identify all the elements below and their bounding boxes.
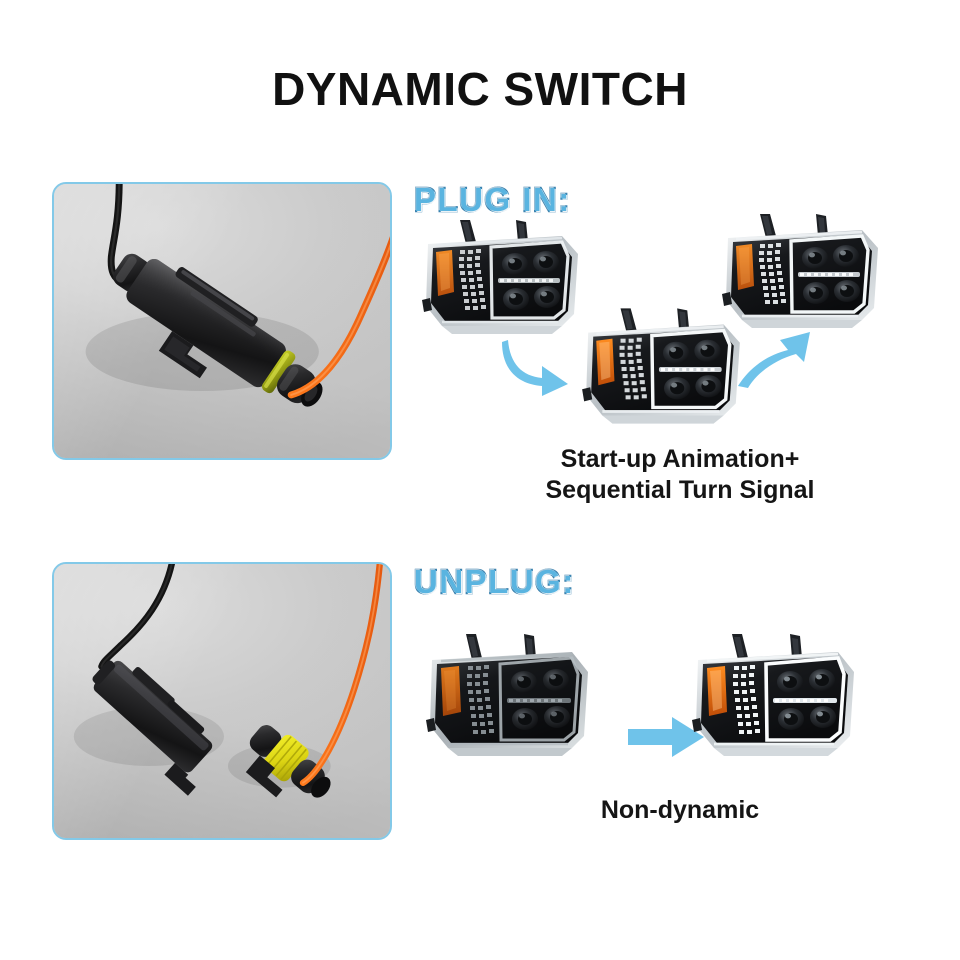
- caption-non-dynamic: Non-dynamic: [600, 796, 760, 824]
- headlight-steady-on: [682, 628, 870, 768]
- curved-arrow-down-right-icon: [500, 334, 572, 396]
- caption-dynamic: Start-up Animation+ Sequential Turn Sign…: [450, 444, 910, 505]
- connector-plugged-illustration: [85, 184, 390, 407]
- headlight-off: [416, 628, 604, 768]
- headlight-illustration: [692, 634, 854, 756]
- headlight-sequential-stage-2: [572, 302, 754, 434]
- caption-dynamic-line-2: Sequential Turn Signal: [545, 475, 815, 504]
- arrow-shape: [502, 340, 568, 396]
- arrow-shape: [628, 717, 704, 757]
- straight-arrow-right-icon: [626, 714, 706, 760]
- connector-unplugged-photo: [52, 562, 392, 840]
- headlight-illustration: [582, 308, 740, 424]
- connector-plugged-photo: [52, 182, 392, 460]
- headlight-sequential-stage-3: [712, 208, 892, 338]
- arrow-shape: [738, 332, 810, 388]
- headlight-illustration: [426, 634, 588, 756]
- curved-arrow-up-right-icon: [734, 328, 814, 390]
- connector-unplugged-illustration: [73, 564, 383, 798]
- headlight-illustration: [422, 220, 578, 334]
- page-title: DYNAMIC SWITCH: [272, 63, 688, 115]
- headlight-illustration: [722, 214, 878, 328]
- caption-dynamic-line-1: Start-up Animation+: [560, 445, 800, 473]
- step-label-unplug: UNPLUG:: [413, 562, 575, 601]
- step-label-plug-in: PLUG IN:: [413, 180, 571, 219]
- headlight-sequential-stage-1: [412, 214, 592, 344]
